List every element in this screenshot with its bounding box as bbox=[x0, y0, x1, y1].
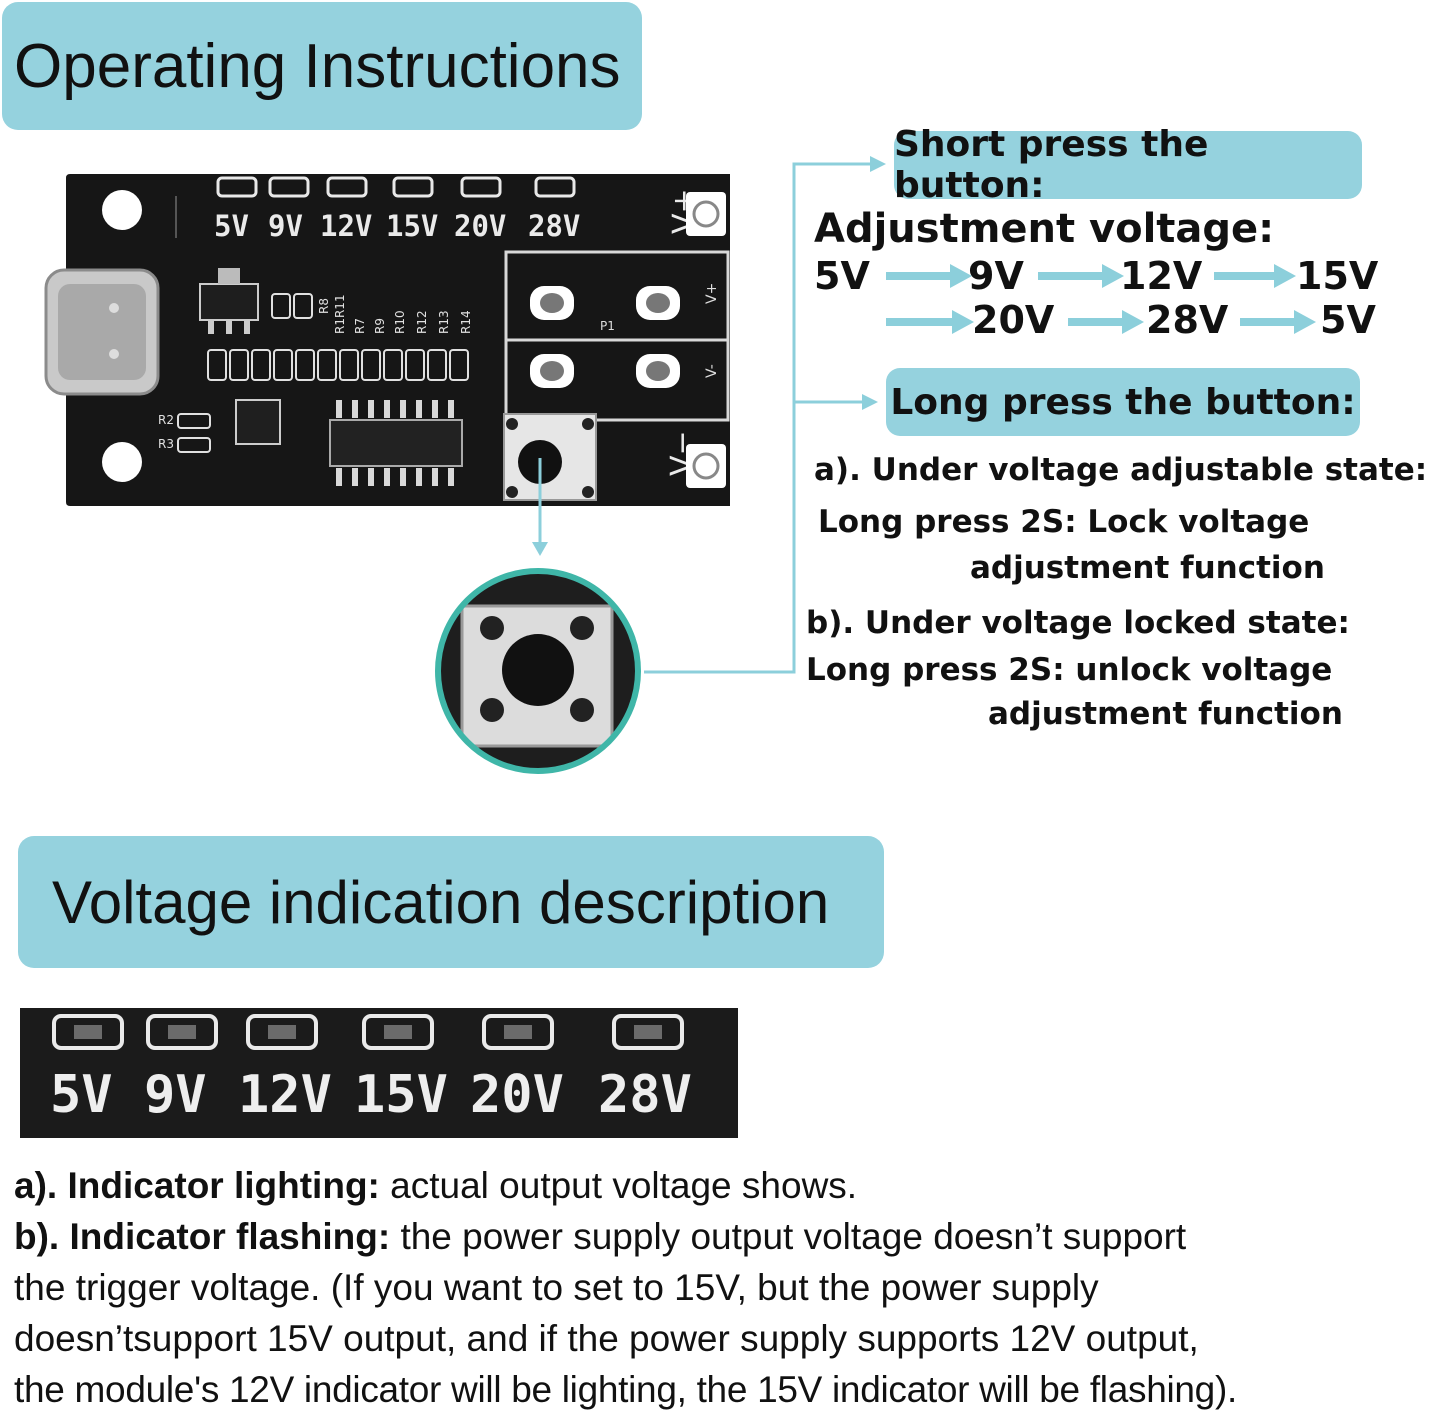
pad-plus-label: V+ bbox=[704, 283, 720, 304]
strip-label-9v: 9V bbox=[144, 1065, 207, 1125]
mounting-hole bbox=[102, 442, 142, 482]
indicator-description: a). Indicator lighting: actual output vo… bbox=[14, 1160, 1439, 1415]
button-zoom-arrow bbox=[532, 458, 548, 556]
button-zoom-circle bbox=[435, 568, 641, 774]
long-press-b-action-2: adjustment function bbox=[988, 696, 1343, 732]
sequence-9v: 9V bbox=[968, 254, 1024, 298]
long-press-a-action-1: Long press 2S: Lock voltage bbox=[818, 504, 1310, 540]
voltage-indication-title-text: Voltage indication description bbox=[52, 868, 830, 936]
long-press-title-text: Long press the button: bbox=[890, 381, 1356, 423]
voltage-indication-title: Voltage indication description bbox=[18, 836, 884, 968]
board-label-12v: 12V bbox=[320, 209, 372, 243]
sequence-20v: 20V bbox=[972, 298, 1055, 342]
strip-label-5v: 5V bbox=[50, 1065, 113, 1125]
indicator-flashing-text-2: the trigger voltage. (If you want to set… bbox=[14, 1267, 1099, 1308]
terminal-minus-pad bbox=[686, 444, 726, 488]
resistor-label: R13 bbox=[437, 310, 451, 334]
resistor-label: R1R11 bbox=[333, 294, 347, 334]
strip-label-15v: 15V bbox=[354, 1065, 448, 1125]
long-press-b-state: b). Under voltage locked state: bbox=[806, 605, 1350, 641]
ic-chip bbox=[329, 419, 463, 467]
r2-label: R2 bbox=[158, 413, 174, 427]
indicator-flashing-text-4: the module's 12V indicator will be light… bbox=[14, 1369, 1237, 1410]
resistor-label: R9 bbox=[373, 318, 387, 334]
board-label-9v: 9V bbox=[268, 209, 303, 243]
pcb-board-illustration: 5V 9V 12V 15V 20V 28V V+ V− P1 V+ V- R8 … bbox=[44, 174, 730, 506]
resistor-label: R7 bbox=[353, 318, 367, 334]
resistor-label: R8 bbox=[317, 298, 331, 314]
long-press-title: Long press the button: bbox=[886, 368, 1360, 436]
led-indicator-strip: 5V 9V 12V 15V 20V 28V bbox=[20, 1008, 738, 1138]
ic-chip-small bbox=[235, 399, 281, 445]
pcb-terminal-frame bbox=[504, 250, 730, 422]
r3-label: R3 bbox=[158, 437, 174, 451]
sequence-5v: 5V bbox=[814, 254, 870, 298]
long-press-a-state: a). Under voltage adjustable state: bbox=[814, 452, 1428, 488]
strip-label-12v: 12V bbox=[238, 1065, 332, 1125]
indicator-flashing-text-3: doesn’tsupport 15V output, and if the po… bbox=[14, 1318, 1199, 1359]
resistor-label: R12 bbox=[415, 310, 429, 334]
indicator-lighting-line: a). Indicator lighting: actual output vo… bbox=[14, 1160, 1439, 1211]
voltage-regulator bbox=[199, 283, 259, 321]
sequence-15v: 15V bbox=[1296, 254, 1379, 298]
resistor-label: R14 bbox=[459, 310, 473, 334]
indicator-leds bbox=[52, 1014, 684, 1050]
indicator-lighting-text: actual output voltage shows. bbox=[379, 1165, 858, 1206]
board-label-28v: 28V bbox=[528, 209, 580, 243]
short-press-title-text: Short press the button: bbox=[894, 124, 1209, 206]
smd-component-row bbox=[177, 293, 469, 453]
pad-minus-label: V- bbox=[704, 364, 720, 378]
p1-label: P1 bbox=[600, 319, 615, 333]
long-press-b-action-1: Long press 2S: unlock voltage bbox=[806, 652, 1333, 688]
terminal-plus-pad bbox=[686, 192, 726, 236]
indicator-lighting-label: a). Indicator lighting: bbox=[14, 1165, 380, 1206]
operating-instructions-title: Operating Instructions bbox=[2, 2, 642, 130]
sequence-arrows bbox=[886, 264, 1316, 334]
long-press-a-action-2: adjustment function bbox=[970, 550, 1325, 586]
resistor-label: R10 bbox=[393, 310, 407, 334]
short-press-title: Short press the button: bbox=[894, 124, 1362, 206]
sequence-12v: 12V bbox=[1120, 254, 1203, 298]
board-label-15v: 15V bbox=[386, 209, 438, 243]
strip-label-28v: 28V bbox=[598, 1065, 692, 1125]
sequence-5v-return: 5V bbox=[1320, 298, 1376, 342]
board-label-5v: 5V bbox=[214, 209, 249, 243]
operating-instructions-title-text: Operating Instructions bbox=[14, 31, 621, 101]
indicator-flashing-label: b). Indicator flashing: bbox=[14, 1216, 391, 1257]
adjustment-voltage-title: Adjustment voltage: bbox=[814, 206, 1275, 252]
indicator-flashing-line: b). Indicator flashing: the power supply… bbox=[14, 1211, 1439, 1262]
mounting-hole bbox=[102, 190, 142, 230]
sequence-28v: 28V bbox=[1146, 298, 1229, 342]
led-row bbox=[216, 176, 576, 198]
board-label-20v: 20V bbox=[454, 209, 506, 243]
connector-bracket bbox=[644, 156, 886, 674]
strip-label-20v: 20V bbox=[470, 1065, 564, 1125]
indicator-flashing-text-1: the power supply output voltage doesn’t … bbox=[390, 1216, 1187, 1257]
